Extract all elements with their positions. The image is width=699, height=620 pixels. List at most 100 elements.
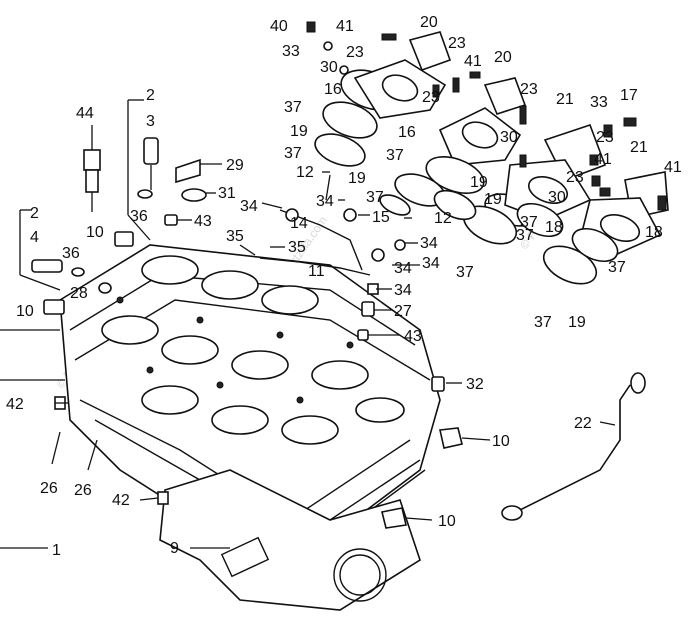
- callout-18b: 18: [645, 224, 663, 241]
- callout-30a: 30: [320, 59, 338, 76]
- callout-41b: 41: [464, 53, 482, 70]
- callout-36a: 36: [130, 208, 148, 225]
- callout-10c: 10: [492, 433, 510, 450]
- callout-29: 29: [226, 157, 244, 174]
- callout-26a: 26: [40, 480, 58, 497]
- callout-26b: 26: [74, 482, 92, 499]
- collar-27: [361, 301, 375, 317]
- cylinder-head: [59, 244, 441, 561]
- plug-10b: [43, 299, 65, 315]
- callout-22: 22: [574, 415, 592, 432]
- stud-26: [51, 431, 98, 471]
- washer-31: [181, 188, 207, 202]
- callout-21b: 21: [630, 139, 648, 156]
- callout-43b: 43: [404, 328, 422, 345]
- insulators: [314, 31, 669, 285]
- head-gasket: [159, 469, 421, 611]
- spark-plug: [83, 130, 101, 212]
- callout-34f: 34: [394, 282, 412, 299]
- callout-23f: 23: [596, 129, 614, 146]
- callout-41a: 41: [336, 18, 354, 35]
- callout-3: 3: [146, 113, 155, 130]
- callout-12a: 12: [296, 164, 314, 181]
- callout-37i: 37: [516, 227, 534, 244]
- callout-37g: 37: [608, 259, 626, 276]
- callout-28: 28: [70, 285, 88, 302]
- callout-1: 1: [52, 542, 61, 559]
- valve-pockets: [101, 255, 405, 445]
- fitting-32: [431, 376, 445, 392]
- callout-labels: 1 2 2 3 4 9 10 10 10 10 11 12 12 14 15 1…: [6, 14, 682, 559]
- plug-10d: [381, 507, 407, 529]
- dowel-43a: [164, 214, 178, 226]
- callout-34c: 34: [420, 235, 438, 252]
- callout-34a: 34: [240, 198, 258, 215]
- plug-10a: [114, 231, 134, 247]
- callout-2a: 2: [146, 87, 155, 104]
- callout-41c: 41: [594, 151, 612, 168]
- callout-37f: 37: [456, 264, 474, 281]
- stud-12: [325, 174, 331, 201]
- callout-30b: 30: [500, 129, 518, 146]
- callout-37c: 37: [386, 147, 404, 164]
- callout-19b: 19: [348, 170, 366, 187]
- callout-17: 17: [620, 87, 638, 104]
- callout-20b: 20: [494, 49, 512, 66]
- callout-37e: 37: [520, 214, 538, 231]
- callout-35a: 35: [226, 228, 244, 245]
- small-bolts: [306, 21, 667, 211]
- callout-10b: 10: [16, 303, 34, 320]
- callout-18a: 18: [545, 219, 563, 236]
- callout-21a: 21: [556, 91, 574, 108]
- callout-9: 9: [170, 540, 179, 557]
- callout-34b: 34: [316, 193, 334, 210]
- callout-10d: 10: [438, 513, 456, 530]
- callout-23a: 23: [346, 44, 364, 61]
- plug-10c: [439, 427, 463, 449]
- callout-14: 14: [290, 215, 308, 232]
- callout-15: 15: [372, 209, 390, 226]
- callout-19a: 19: [290, 123, 308, 140]
- callout-19e: 19: [568, 314, 586, 331]
- callout-37a: 37: [284, 99, 302, 116]
- callout-19d: 19: [484, 191, 502, 208]
- callout-23d: 23: [520, 81, 538, 98]
- oil-orifice-29: [175, 158, 201, 184]
- callout-33b: 33: [590, 94, 608, 111]
- callout-23c: 23: [422, 89, 440, 106]
- callout-37b: 37: [284, 145, 302, 162]
- callout-43a: 43: [194, 213, 212, 230]
- callout-42a: 42: [6, 396, 24, 413]
- callout-4: 4: [30, 229, 39, 246]
- oil-pipe-22: [501, 372, 646, 521]
- callout-37h: 37: [534, 314, 552, 331]
- callout-42b: 42: [112, 492, 130, 509]
- callout-35b: 35: [288, 239, 306, 256]
- callout-44: 44: [76, 105, 94, 122]
- callout-34d: 34: [394, 260, 412, 277]
- callout-12b: 12: [434, 210, 452, 227]
- callout-40: 40: [270, 18, 288, 35]
- callout-32: 32: [466, 376, 484, 393]
- adjuster-4: [31, 259, 85, 277]
- dowel-43b: [357, 329, 369, 341]
- callout-16a: 16: [324, 81, 342, 98]
- callout-33a: 33: [282, 43, 300, 60]
- callout-16b: 16: [398, 124, 416, 141]
- callout-23e: 23: [566, 169, 584, 186]
- callout-27: 27: [394, 303, 412, 320]
- callout-2b: 2: [30, 205, 39, 222]
- oring-28: [98, 282, 112, 294]
- vacuum-pipe-11: [259, 208, 406, 276]
- callout-10a: 10: [86, 224, 104, 241]
- callout-36b: 36: [62, 245, 80, 262]
- callout-20a: 20: [420, 14, 438, 31]
- callout-11: 11: [308, 263, 325, 280]
- callout-31: 31: [218, 185, 236, 202]
- callout-41d: 41: [664, 159, 682, 176]
- leader-lines: [0, 99, 616, 549]
- cam-holder-bolt-2: [137, 137, 159, 199]
- callout-37d: 37: [366, 189, 384, 206]
